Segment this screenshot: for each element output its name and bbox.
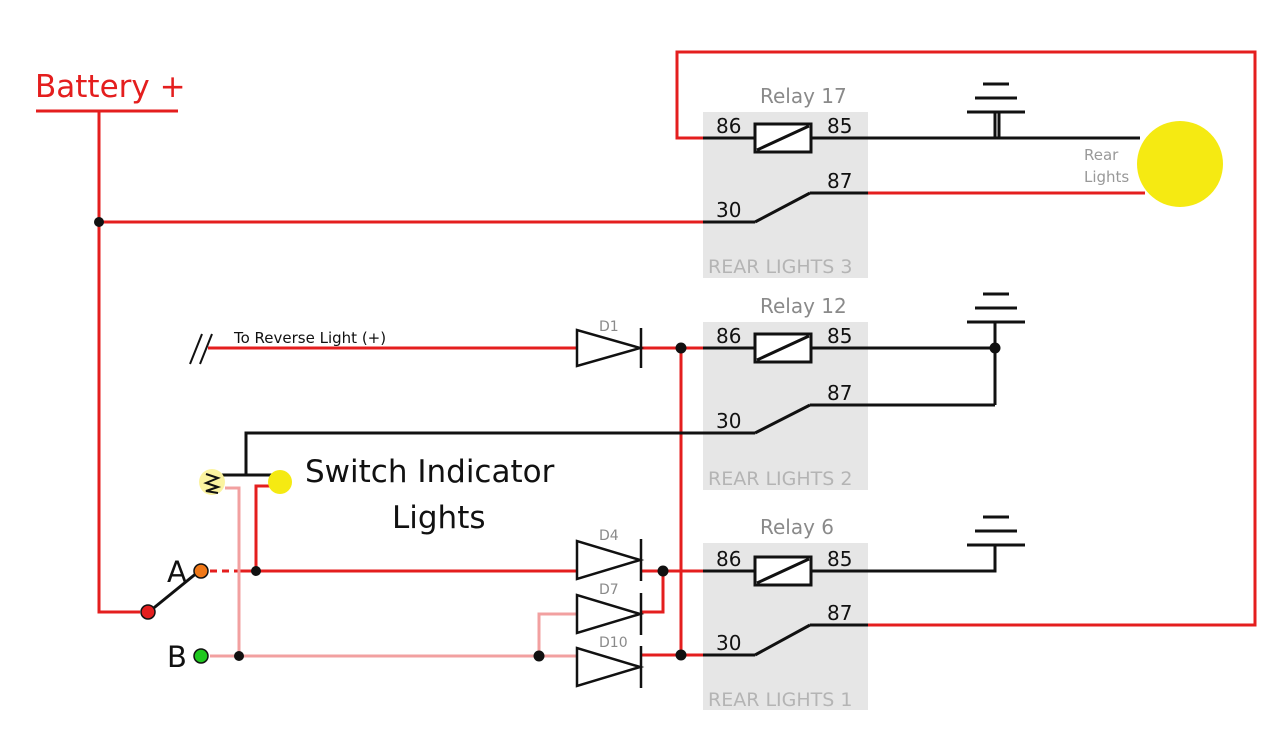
switch-a-label: A (167, 555, 187, 589)
switch-common-terminal (140, 604, 156, 620)
ground-symbol-relay-6 (967, 515, 1025, 547)
diode-d1-label: D1 (599, 319, 619, 335)
relay-17-title: Relay 17 (760, 84, 847, 108)
diode-d10 (575, 646, 645, 688)
ground-symbol-relay-17 (967, 82, 1025, 114)
relay-6-contact (754, 623, 811, 657)
relay-17-pin-86: 86 (716, 114, 741, 138)
diode-d7-label: D7 (599, 582, 619, 598)
ground-symbol-relay-12 (967, 292, 1025, 324)
relay-12-pin-30: 30 (716, 409, 741, 433)
relay-12-pin-86: 86 (716, 324, 741, 348)
junction-dots (94, 217, 1001, 662)
positive-wires (97, 50, 1257, 657)
relay-6-pin-87: 87 (827, 601, 852, 625)
diode-d4-label: D4 (599, 528, 619, 544)
indicator-label-line1: Switch Indicator (305, 454, 555, 490)
indicator-wires (210, 486, 577, 658)
switch-a-terminal (193, 563, 209, 579)
switch-b-label: B (167, 640, 187, 674)
relay-6 (703, 555, 868, 657)
switch-b-terminal (193, 648, 209, 664)
diode-d10-label: D10 (599, 635, 628, 651)
rear-lights-label-line2: Lights (1084, 168, 1129, 186)
relay-17-pin-85: 85 (827, 114, 852, 138)
relay-6-pin-85: 85 (827, 547, 852, 571)
diode-d1 (575, 328, 645, 368)
indicator-label-line2: Lights (392, 500, 486, 536)
relay-12-pin-85: 85 (827, 324, 852, 348)
rear-lights-label-line1: Rear (1084, 146, 1119, 164)
relay-6-pin-30: 30 (716, 631, 741, 655)
relay-box-rear-lights-2-label: REAR LIGHTS 2 (708, 468, 852, 490)
reverse-light-label: To Reverse Light (+) (233, 329, 386, 347)
relay-6-title: Relay 6 (760, 515, 834, 539)
diode-d7 (575, 593, 645, 635)
relay-box-rear-lights-3-label: REAR LIGHTS 3 (708, 256, 852, 278)
indicator-lamp-left (203, 473, 222, 494)
reverse-break-mark (189, 333, 213, 365)
relay-17-contact (754, 191, 811, 224)
rear-lights-lamp (1137, 121, 1223, 207)
relay-17-pin-87: 87 (827, 169, 852, 193)
indicator-lamp-left-glow (199, 469, 225, 495)
relay-12-title: Relay 12 (760, 294, 847, 318)
relay-17 (703, 122, 868, 224)
relay-17-pin-30: 30 (716, 198, 741, 222)
relay-12-contact (754, 403, 811, 435)
indicator-lamp-right (268, 470, 292, 494)
relay-box-rear-lights-1-label: REAR LIGHTS 1 (708, 689, 852, 711)
relay-6-pin-86: 86 (716, 547, 741, 571)
relay-12 (703, 332, 868, 435)
diode-d4 (575, 539, 645, 581)
switch-lever (149, 570, 199, 613)
relay-12-pin-87: 87 (827, 381, 852, 405)
battery-label: Battery + (35, 69, 186, 105)
